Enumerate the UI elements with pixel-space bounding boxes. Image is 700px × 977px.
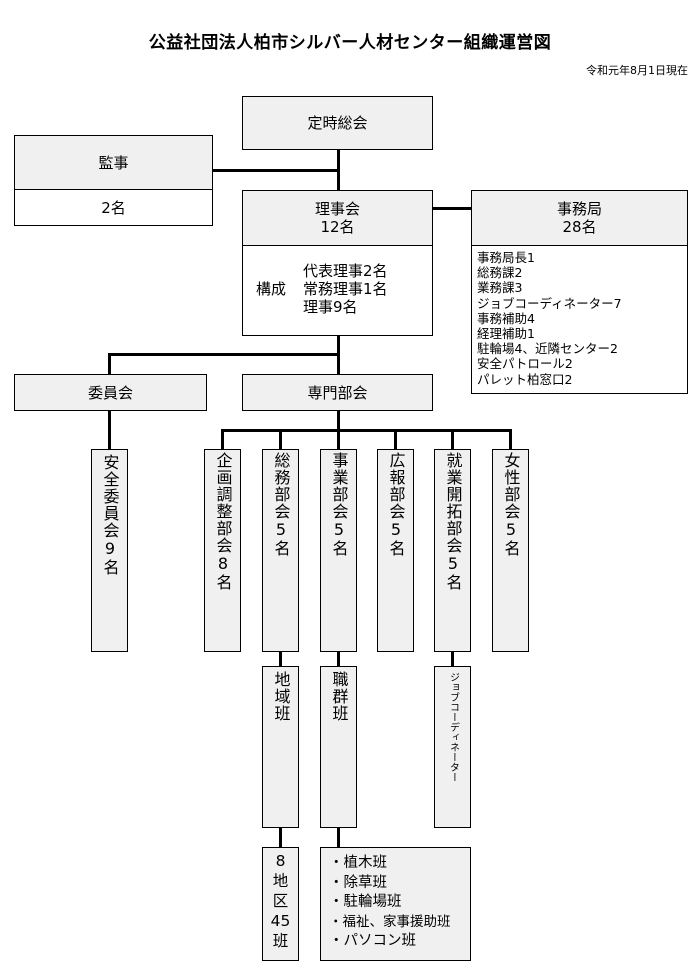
job-team-item: ・植木班	[329, 855, 387, 871]
connector-section-3	[337, 429, 340, 449]
connector-special-down	[337, 411, 340, 431]
connector-committee-v	[108, 353, 111, 374]
connector-section-1	[221, 429, 224, 449]
section-pr-label: 広報部会5名	[386, 452, 406, 557]
board-label: 理事会	[314, 200, 360, 218]
section-business-box: 事業部会5名	[320, 449, 357, 652]
area-detail-line: 8	[275, 852, 286, 870]
committee-box: 委員会	[14, 374, 207, 411]
secretariat-label: 事務局	[556, 200, 602, 218]
job-teams-box: ・植木班 ・除草班 ・駐輪場班 ・福祉、家事援助班 ・パソコン班	[320, 847, 471, 961]
connector-committee-h	[108, 353, 339, 356]
general-meeting-box: 定時総会	[242, 96, 433, 150]
board-header: 理事会 12名	[243, 191, 432, 246]
connector-area-detail	[279, 828, 282, 847]
board-count: 12名	[320, 218, 355, 236]
board-box: 理事会 12名 構成 代表理事2名 常務理事1名 理事9名	[242, 190, 433, 336]
auditor-box: 監事 2名	[14, 135, 213, 226]
connector-sections-h	[221, 429, 512, 432]
connector-section-6	[509, 429, 512, 449]
job-group-box: 職群班	[320, 666, 357, 828]
area-detail-line: 45	[270, 912, 291, 930]
area-group-box: 地域班	[262, 666, 299, 828]
job-team-item: ・福祉、家事援助班	[329, 913, 451, 930]
job-team-item: ・パソコン班	[329, 933, 416, 949]
connector-secretariat	[433, 207, 472, 210]
area-detail-box: 8 地 区 45 班	[262, 847, 299, 961]
auditor-label: 監事	[98, 153, 129, 172]
connector-area-group	[279, 652, 282, 666]
connector-job-teams	[337, 828, 340, 847]
general-meeting-label: 定時総会	[307, 114, 368, 132]
safety-committee-box: 安全委員会9名	[91, 449, 128, 652]
section-business-label: 事業部会5名	[329, 452, 349, 557]
staff-item: パレット柏窓口2	[477, 371, 573, 387]
staff-item: 駐輪場4、近隣センター2	[477, 341, 618, 357]
staff-item: 事務局長1	[477, 250, 535, 265]
auditor-header: 監事	[15, 136, 212, 190]
date-label: 令和元年8月1日現在	[586, 64, 688, 77]
special-committee-box: 専門部会	[242, 374, 433, 411]
secretariat-header: 事務局 28名	[472, 191, 687, 246]
area-group-label: 地域班	[271, 671, 291, 722]
connector-auditor	[213, 169, 339, 172]
secretariat-box: 事務局 28名 事務局長1 総務課2 業務課3 ジョブコーディネーター7 事務補…	[471, 190, 688, 394]
staff-item: 経理補助1	[477, 326, 535, 342]
job-coordinator-label: ジョブコーディネーター	[447, 672, 459, 782]
staff-item: 安全パトロール2	[477, 356, 573, 372]
area-detail-line: 地	[272, 872, 289, 890]
auditor-count-row: 2名	[15, 190, 212, 226]
connector-job-coordinator	[451, 652, 454, 666]
job-group-label: 職群班	[329, 671, 349, 722]
safety-committee-label: 安全委員会9名	[100, 454, 120, 576]
board-composition-item: 常務理事1名	[303, 280, 388, 298]
section-general-affairs-label: 総務部会5名	[271, 452, 291, 557]
board-composition-item: 理事9名	[303, 298, 358, 316]
staff-item: ジョブコーディネーター7	[477, 295, 622, 311]
committee-label: 委員会	[87, 383, 133, 402]
page-title: 公益社団法人柏市シルバー人材センター組織運営図	[148, 33, 552, 53]
board-composition-label: 構成	[256, 280, 287, 298]
connector-section-4	[394, 429, 397, 449]
connector-section-5	[451, 429, 454, 449]
area-detail-line: 班	[272, 932, 289, 950]
board-composition-item: 代表理事2名	[303, 262, 388, 280]
job-team-item: ・除草班	[329, 874, 387, 891]
section-employment-box: 就業開拓部会5名	[434, 449, 471, 652]
section-employment-label: 就業開拓部会5名	[443, 452, 463, 591]
section-general-affairs-box: 総務部会5名	[262, 449, 299, 652]
section-women-box: 女性部会5名	[492, 449, 529, 652]
area-detail-line: 区	[272, 892, 289, 910]
job-team-item: ・駐輪場班	[329, 894, 402, 910]
section-pr-box: 広報部会5名	[377, 449, 414, 652]
secretariat-count: 28名	[562, 218, 597, 236]
staff-item: 事務補助4	[477, 310, 535, 326]
staff-item: 総務課2	[477, 265, 523, 281]
section-planning-box: 企画調整部会8名	[204, 449, 241, 652]
connector-job-group	[337, 652, 340, 666]
staff-item: 業務課3	[477, 280, 523, 296]
board-composition: 構成 代表理事2名 常務理事1名 理事9名	[243, 246, 432, 336]
section-planning-label: 企画調整部会8名	[213, 452, 233, 591]
job-coordinator-box: ジョブコーディネーター	[434, 666, 471, 828]
section-women-label: 女性部会5名	[501, 452, 521, 557]
connector-section-2	[279, 429, 282, 449]
connector-committee-child	[108, 411, 111, 449]
secretariat-staff-list: 事務局長1 総務課2 業務課3 ジョブコーディネーター7 事務補助4 経理補助1…	[472, 246, 687, 387]
auditor-count: 2名	[101, 199, 126, 217]
special-committee-label: 専門部会	[307, 383, 368, 402]
